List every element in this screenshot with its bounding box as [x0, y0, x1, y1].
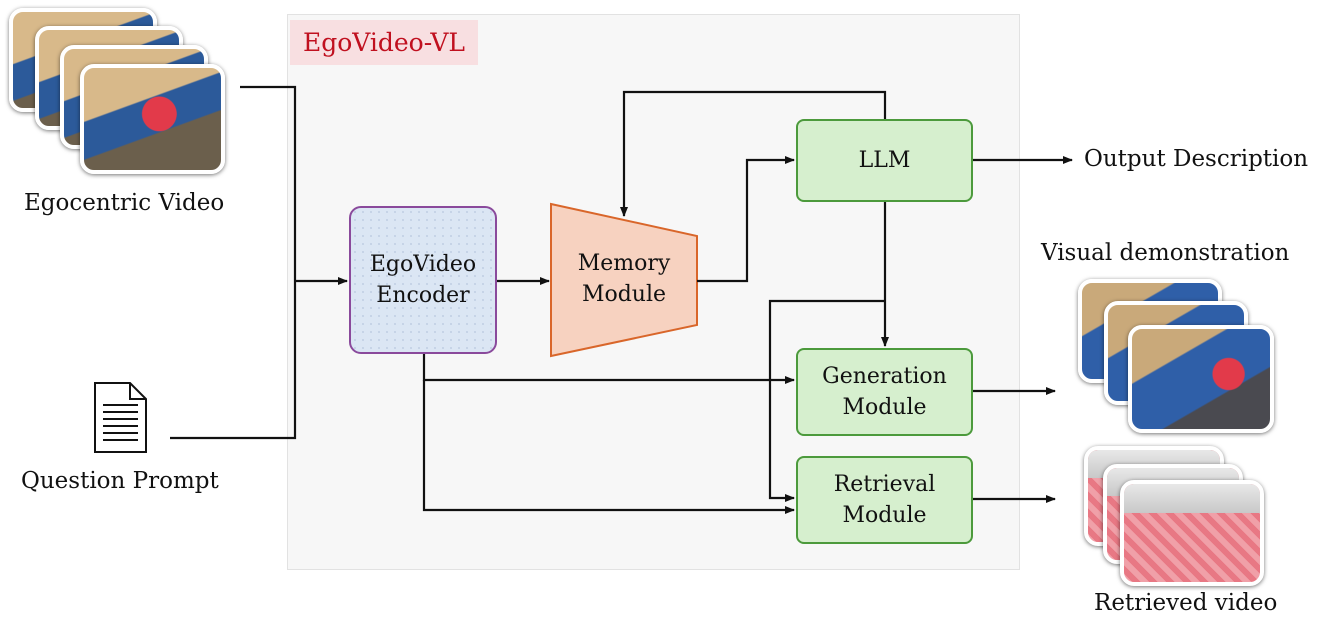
- memory-label-line1: Memory: [577, 251, 671, 276]
- llm-box: LLM: [796, 119, 973, 202]
- memory-module-label: Memory Module: [552, 248, 696, 310]
- retrieval-label-line2: Module: [842, 503, 927, 528]
- generation-label-line1: Generation: [822, 364, 947, 389]
- visual-demonstration-label: Visual demonstration: [1041, 240, 1290, 266]
- egocentric-video-label: Egocentric Video: [24, 190, 225, 216]
- document-icon: [94, 382, 147, 453]
- memory-label-line2: Module: [581, 282, 667, 307]
- question-prompt-label: Question Prompt: [21, 468, 219, 494]
- panel-title: EgoVideo-VL: [290, 20, 478, 65]
- output-description-label: Output Description: [1084, 146, 1309, 172]
- retrieved-video-label: Retrieved video: [1094, 590, 1278, 616]
- llm-label: LLM: [858, 148, 911, 173]
- retrieval-module-box: Retrieval Module: [796, 456, 973, 544]
- retrieved-frame: [1120, 480, 1264, 586]
- egovideo-encoder-box: EgoVideo Encoder: [349, 206, 497, 354]
- prompt-connector: [170, 281, 297, 440]
- retrieval-label-line1: Retrieval: [833, 472, 936, 497]
- encoder-label-line1: EgoVideo: [369, 252, 477, 277]
- encoder-label-line2: Encoder: [376, 283, 470, 308]
- generation-label-line2: Module: [842, 395, 927, 420]
- video-frame: [80, 64, 225, 174]
- generation-module-box: Generation Module: [796, 348, 973, 436]
- visual-frame: [1128, 325, 1274, 433]
